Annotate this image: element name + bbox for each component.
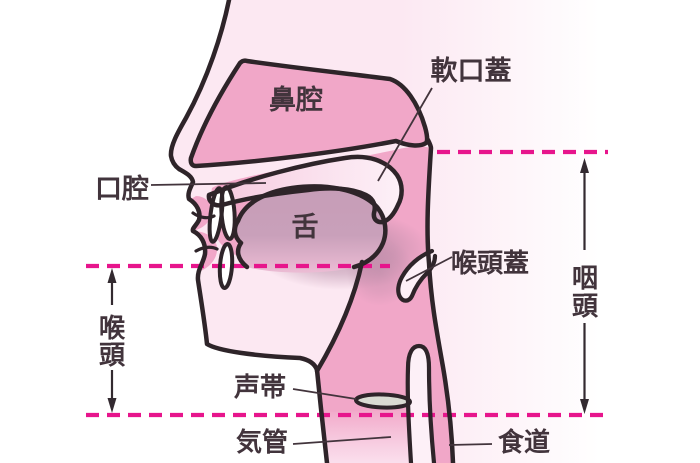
pointer-lines <box>150 87 493 446</box>
larynx-front-outline <box>314 259 365 374</box>
label-tongue: 舌 <box>292 212 319 243</box>
face-profile-outline <box>168 0 330 463</box>
labels: 鼻腔 軟口蓋 口腔 舌 喉頭蓋 咽 頭 喉 頭 声帯 気管 食道 <box>95 56 599 458</box>
pointer-line-trachea <box>292 436 392 445</box>
label-epiglottis: 喉頭蓋 <box>451 248 529 279</box>
trachea-fade <box>320 410 411 463</box>
pointer-line-oral-cavity <box>150 182 267 186</box>
pharynx-arrow-down-head <box>580 399 589 414</box>
pointer-line-soft-palate <box>377 87 433 182</box>
label-oral-cavity: 口腔 <box>95 174 149 205</box>
pointer-line-epiglottis <box>405 256 453 282</box>
teeth-outlines <box>207 185 237 290</box>
tongue-shape <box>234 186 386 273</box>
boundary-dashes <box>86 149 608 418</box>
tongue-outline <box>232 184 388 270</box>
label-pharynx-char1: 咽 <box>572 264 598 294</box>
pointer-line-vocal-cords <box>292 388 357 400</box>
label-trachea: 気管 <box>236 427 288 458</box>
label-larynx-char1: 喉 <box>99 313 126 344</box>
label-esophagus: 食道 <box>498 427 550 458</box>
label-nasal-cavity: 鼻腔 <box>269 85 323 116</box>
nasal-cavity-outline <box>188 58 430 169</box>
shape-outlines <box>168 0 456 463</box>
pharynx-arrow-up-head <box>580 158 589 173</box>
vocal-folds-outline <box>354 392 412 410</box>
lower-lip-crease <box>194 245 219 253</box>
extent-arrows <box>107 158 589 414</box>
nasal-cavity-shape <box>190 60 428 166</box>
label-pharynx-char2: 頭 <box>572 292 599 322</box>
larynx-arrow-down-head <box>107 398 117 413</box>
label-larynx-char2: 頭 <box>99 341 126 371</box>
label-vocal-cords: 声帯 <box>234 373 286 403</box>
larynx-arrow-up-head <box>107 268 117 283</box>
upper-lip-crease <box>191 211 216 220</box>
pointer-line-esophagus <box>448 443 493 446</box>
pharynx-back-wall-outline <box>425 137 456 463</box>
label-soft-palate: 軟口蓋 <box>431 56 512 87</box>
epiglottis-outline <box>396 248 438 303</box>
shape-fills <box>170 0 626 463</box>
